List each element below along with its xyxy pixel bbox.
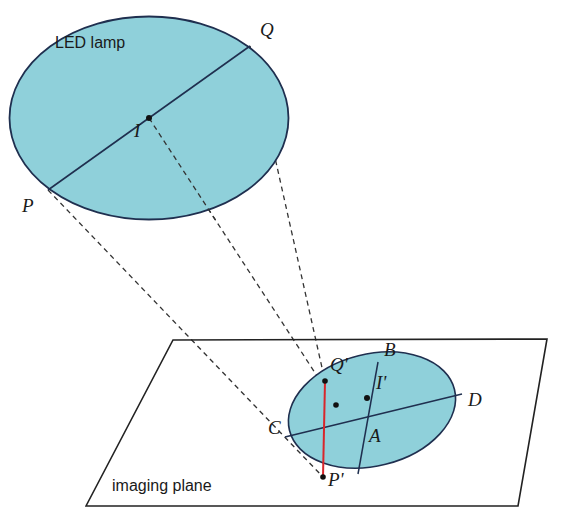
point-label: P' <box>328 470 344 491</box>
point-label: D <box>468 390 482 411</box>
led-lamp-shape <box>8 15 290 221</box>
point-label: P <box>22 196 34 217</box>
point-q-prime <box>322 378 328 384</box>
plane-title: imaging plane <box>112 477 212 495</box>
point-p-prime <box>320 474 326 480</box>
point-label: C <box>268 418 281 439</box>
lamp-center <box>146 115 152 121</box>
point-label: Q' <box>330 355 348 376</box>
point-label: I' <box>376 373 386 394</box>
led-lamp: LED lampI <box>8 15 290 221</box>
lamp-ellipse <box>10 17 289 220</box>
lamp-title: LED lamp <box>55 34 125 52</box>
projected-center <box>333 402 339 408</box>
imaging-plane: imaging plane <box>85 338 548 507</box>
center-label: I <box>134 121 140 142</box>
lamp-diameter <box>48 46 250 190</box>
axis-ab <box>358 362 378 474</box>
projection-ray <box>149 118 290 221</box>
point-label: Q <box>260 20 274 41</box>
plane-outline <box>86 339 547 506</box>
point-label: A <box>369 426 381 447</box>
point-label: B <box>384 340 396 361</box>
lamp-image-ellipse <box>276 335 468 485</box>
projected-diameter <box>323 381 325 477</box>
projection-ray <box>48 190 323 477</box>
point-i-prime <box>364 395 370 401</box>
